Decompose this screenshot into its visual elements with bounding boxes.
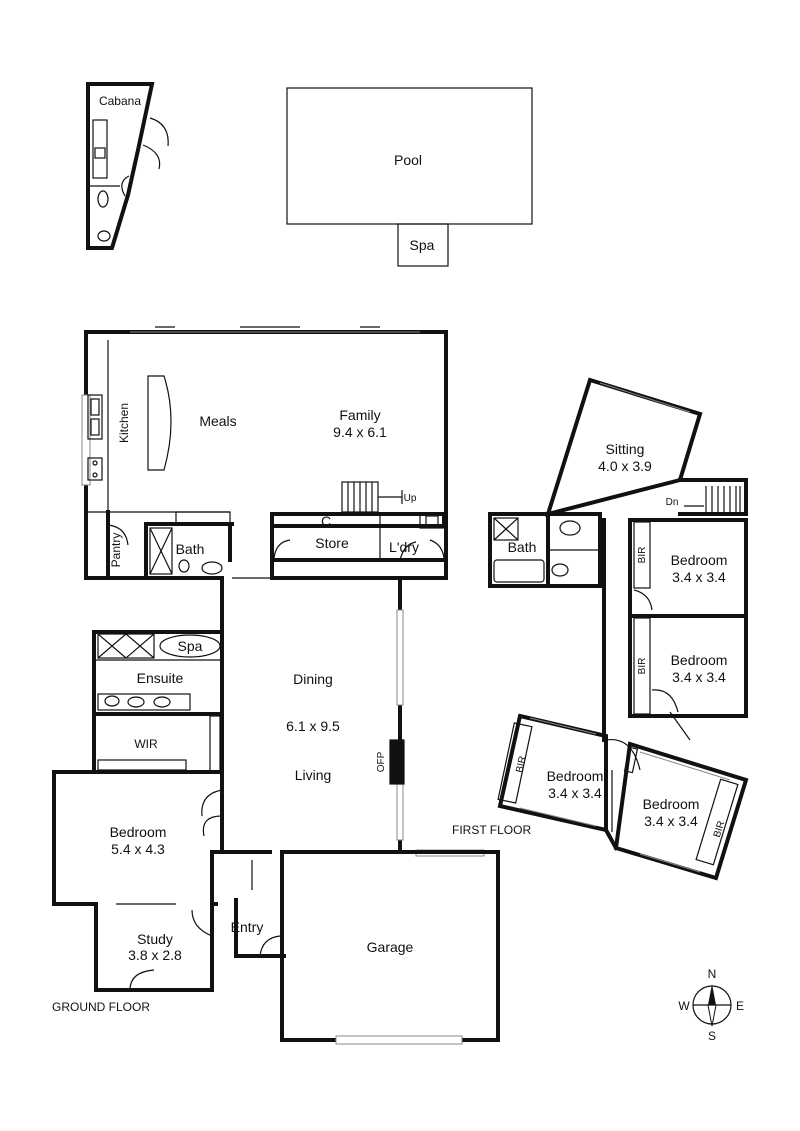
first-floor-caption: FIRST FLOOR	[452, 823, 531, 837]
main-bedroom-dim: 5.4 x 4.3	[111, 841, 165, 857]
bedroom-3-label: Bedroom	[547, 768, 604, 784]
dining-label: Dining	[293, 671, 333, 687]
bedroom-2-label: Bedroom	[671, 652, 728, 668]
ground-floor-caption: GROUND FLOOR	[52, 1000, 150, 1014]
ensuite-spa-label: Spa	[178, 638, 203, 654]
main-bedroom-label: Bedroom	[110, 824, 167, 840]
bedroom-4-dim: 3.4 x 3.4	[644, 813, 698, 829]
bedroom-1-label: Bedroom	[671, 552, 728, 568]
cabana: Cabana	[86, 82, 169, 250]
ground-floor: Kitchen Meals Family 9.4 x 6.1 Up Pantry…	[52, 326, 500, 1045]
meals-label: Meals	[199, 413, 236, 429]
up-label: Up	[404, 493, 417, 504]
family-dim: 9.4 x 6.1	[333, 424, 387, 440]
dining-dim: 6.1 x 9.5	[286, 718, 340, 734]
compass-needle-south	[707, 1004, 717, 1027]
bir-2-label: BIR	[637, 658, 648, 675]
ground-bath-label: Bath	[176, 541, 205, 557]
dn-label: Dn	[666, 497, 679, 508]
compass-n: N	[708, 967, 717, 981]
pool-area: Pool Spa	[286, 87, 533, 267]
study-label: Study	[137, 931, 173, 947]
bedroom-4-label: Bedroom	[643, 796, 700, 812]
ofp-label: OFP	[376, 751, 387, 772]
bedroom-1-dim: 3.4 x 3.4	[672, 569, 726, 585]
wir-label: WIR	[134, 737, 158, 751]
bedroom-3-dim: 3.4 x 3.4	[548, 785, 602, 801]
sitting-dim: 4.0 x 3.9	[598, 458, 652, 474]
ensuite-label: Ensuite	[137, 670, 184, 686]
entry-label: Entry	[231, 919, 264, 935]
laundry-label: L'dry	[389, 539, 419, 555]
bir-3-label: BIR	[514, 755, 528, 774]
compass-needle-north	[708, 984, 716, 1005]
pantry-label: Pantry	[109, 533, 123, 568]
study-dim: 3.8 x 2.8	[128, 947, 182, 963]
pool-label: Pool	[394, 152, 422, 168]
first-bath-label: Bath	[508, 539, 537, 555]
first-floor: Sitting 4.0 x 3.9 Dn Bath BIR Bedroom 3.…	[452, 377, 749, 881]
living-label: Living	[295, 767, 332, 783]
garage-label: Garage	[367, 939, 414, 955]
compass-s: S	[708, 1029, 716, 1043]
compass-e: E	[736, 999, 744, 1013]
family-label: Family	[339, 407, 380, 423]
bedroom-2-dim: 3.4 x 3.4	[672, 669, 726, 685]
compass-w: W	[678, 999, 690, 1013]
store-c-label: C	[321, 513, 331, 529]
sitting-label: Sitting	[606, 441, 645, 457]
cabana-label: Cabana	[99, 94, 141, 108]
kitchen-label: Kitchen	[117, 403, 131, 443]
compass: N S E W	[678, 967, 744, 1043]
bir-1-label: BIR	[637, 547, 648, 564]
bir-4-label: BIR	[712, 820, 727, 839]
store-label: Store	[315, 535, 349, 551]
outdoor-spa-label: Spa	[410, 237, 435, 253]
